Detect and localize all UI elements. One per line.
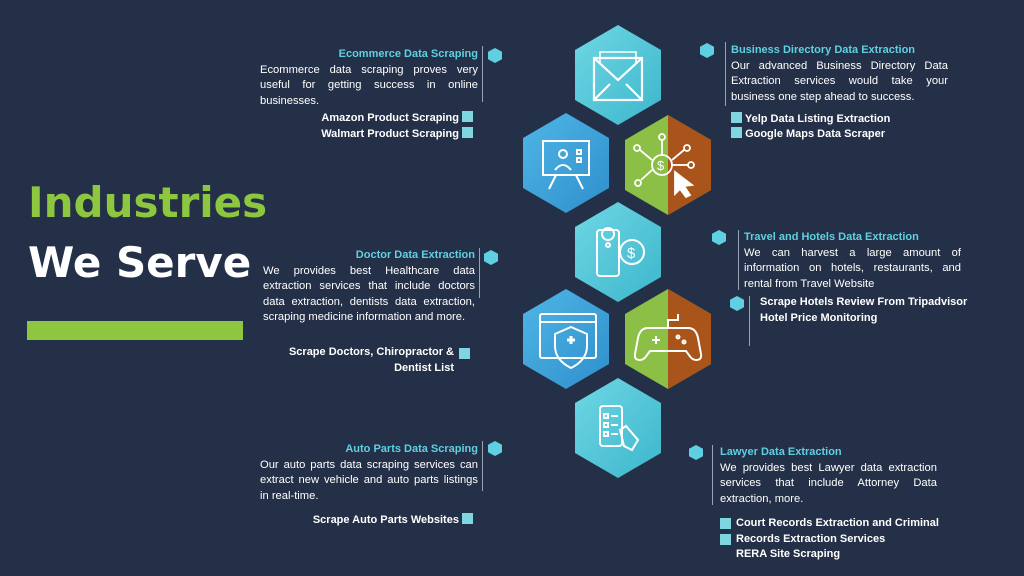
- hex-mobile-touch: [575, 378, 661, 478]
- travel-sub-marker-icon: [730, 296, 744, 311]
- business-block: Business Directory Data Extraction Our a…: [731, 43, 948, 105]
- doctor-block: Doctor Data Extraction We provides best …: [263, 248, 475, 326]
- doctor-marker-icon: [484, 250, 498, 265]
- ecommerce-divider: [482, 46, 483, 102]
- heading-we-serve: We Serve: [28, 238, 252, 287]
- lawyer-marker-icon: [689, 445, 703, 460]
- travel-marker-icon: [712, 230, 726, 245]
- ecommerce-item-1: Amazon Product Scraping: [321, 111, 473, 127]
- svg-text:$: $: [657, 158, 665, 173]
- travel-title: Travel and Hotels Data Extraction: [744, 231, 919, 243]
- auto-divider: [482, 441, 483, 491]
- ecommerce-title: Ecommerce Data Scraping: [338, 48, 478, 60]
- auto-marker-icon: [488, 441, 502, 456]
- business-title: Business Directory Data Extraction: [731, 44, 916, 56]
- lawyer-desc: We provides best Lawyer data extraction …: [720, 461, 937, 505]
- location-payment-icon: $: [596, 227, 645, 277]
- auto-block: Auto Parts Data Scraping Our auto parts …: [260, 442, 478, 504]
- lawyer-divider: [712, 445, 713, 505]
- hex-dollar-network: [625, 115, 711, 215]
- auto-title: Auto Parts Data Scraping: [345, 443, 478, 455]
- square-bullet-icon: [459, 348, 470, 359]
- travel-divider: [738, 230, 739, 290]
- business-desc: Our advanced Business Directory Data Ext…: [731, 59, 948, 103]
- business-marker-icon: [700, 43, 714, 58]
- doctor-item-1: Scrape Doctors, Chiropractor & Dentist L…: [288, 346, 454, 374]
- auto-desc: Our auto parts data scraping services ca…: [260, 458, 478, 502]
- dollar-network-icon: $: [633, 133, 695, 199]
- doctor-desc: We provides best Healthcare data extract…: [263, 264, 475, 324]
- lawyer-item-1: Court Records Extraction and Criminal Re…: [736, 517, 939, 545]
- svg-text:$: $: [627, 245, 636, 262]
- square-bullet-icon: [720, 518, 731, 529]
- lawyer-block: Lawyer Data Extraction We provides best …: [720, 445, 937, 507]
- travel-block: Travel and Hotels Data Extraction We can…: [744, 230, 961, 292]
- business-item-1: Yelp Data Listing Extraction: [731, 112, 890, 128]
- doctor-title: Doctor Data Extraction: [355, 249, 475, 261]
- travel-item-2: Hotel Price Monitoring: [760, 312, 878, 324]
- gamepad-icon: [633, 314, 703, 362]
- travel-item-1: Scrape Hotels Review From Tripadvisor: [760, 296, 968, 308]
- auto-item-1: Scrape Auto Parts Websites: [313, 513, 473, 529]
- square-bullet-icon: [720, 534, 731, 545]
- accent-bar: [27, 321, 243, 340]
- square-bullet-icon: [462, 111, 473, 122]
- hex-presentation: [523, 113, 609, 213]
- hex-envelope: [575, 25, 661, 125]
- heading-industries: Industries: [28, 178, 268, 227]
- business-divider: [725, 42, 726, 106]
- ecommerce-block: Ecommerce Data Scraping Ecommerce data s…: [260, 47, 478, 109]
- mobile-touch-icon: [599, 405, 640, 452]
- travel-sub-divider: [749, 296, 750, 346]
- envelope-icon: [592, 51, 644, 102]
- lawyer-item-2: RERA Site Scraping: [736, 548, 841, 560]
- ecommerce-marker-icon: [488, 48, 502, 63]
- square-bullet-icon: [462, 513, 473, 524]
- square-bullet-icon: [731, 112, 742, 123]
- lawyer-title: Lawyer Data Extraction: [720, 446, 842, 458]
- ecommerce-item-2: Walmart Product Scraping: [321, 127, 473, 143]
- travel-desc: We can harvest a large amount of informa…: [744, 246, 961, 290]
- presentation-board-icon: [542, 140, 590, 190]
- business-item-2: Google Maps Data Scraper: [731, 127, 885, 143]
- square-bullet-icon: [462, 127, 473, 138]
- ecommerce-desc: Ecommerce data scraping proves very usef…: [260, 63, 478, 107]
- medical-shield-icon: [539, 313, 597, 370]
- doctor-divider: [479, 248, 480, 298]
- square-bullet-icon: [731, 127, 742, 138]
